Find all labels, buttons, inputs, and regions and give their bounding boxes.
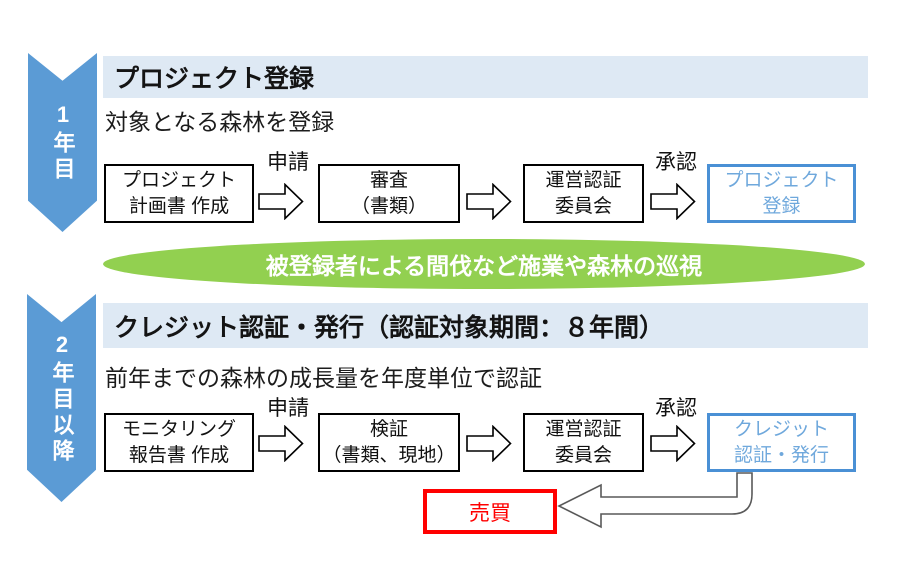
step-text: 委員会 bbox=[554, 195, 612, 217]
section2-title: クレジット認証・発行（認証対象期間：８年間） bbox=[114, 313, 665, 342]
step-text: 運営認証 bbox=[545, 419, 622, 441]
step-text: （書類、現地） bbox=[322, 444, 456, 466]
section2-header: クレジット認証・発行（認証対象期間：８年間） bbox=[103, 303, 868, 348]
management-activity-banner: 被登録者による間伐など施業や森林の巡視 bbox=[103, 239, 865, 289]
step-text: 検証 bbox=[369, 419, 408, 441]
right-arrow-icon bbox=[466, 425, 512, 462]
section2-subtitle: 前年までの森林の成長量を年度単位で認証 bbox=[105, 365, 542, 391]
step-box-screening: 審査 （書類） bbox=[318, 164, 460, 223]
result-box-credit-issue: クレジット 認証・発行 bbox=[707, 413, 856, 472]
step-box-committee-1: 運営認証 委員会 bbox=[523, 164, 644, 223]
step-text: （書類） bbox=[350, 195, 427, 217]
step-text: クレジット bbox=[733, 419, 829, 441]
trade-box: 売買 bbox=[423, 489, 557, 534]
step-text: 委員会 bbox=[554, 444, 612, 466]
right-arrow-icon bbox=[258, 425, 304, 462]
apply-label-2: 申請 bbox=[267, 397, 309, 420]
management-activity-text: 被登録者による間伐など施業や森林の巡視 bbox=[265, 253, 703, 279]
section1-header: プロジェクト登録 bbox=[103, 56, 868, 98]
result-box-project-registration: プロジェクト 登録 bbox=[707, 164, 856, 223]
approve-label-2: 承認 bbox=[655, 397, 697, 420]
step-text: 運営認証 bbox=[545, 170, 622, 192]
trade-label: 売買 bbox=[469, 501, 511, 525]
right-arrow-icon bbox=[258, 183, 304, 220]
timeline-year1-label: 1年目 bbox=[50, 102, 76, 183]
step-text: 認証・発行 bbox=[733, 444, 829, 466]
timeline-year2-chevron: 2年目以降 bbox=[27, 294, 96, 502]
timeline-year1-chevron: 1年目 bbox=[28, 53, 97, 232]
approve-label-1: 承認 bbox=[655, 151, 697, 174]
section1-title: プロジェクト登録 bbox=[114, 65, 315, 93]
step-text: 計画書 作成 bbox=[128, 195, 230, 217]
right-arrow-icon bbox=[650, 183, 696, 220]
step-text: 審査 bbox=[369, 170, 408, 192]
step-box-committee-2: 運営認証 委員会 bbox=[523, 413, 644, 472]
step-text: モニタリング bbox=[121, 419, 236, 441]
step-text: 報告書 作成 bbox=[128, 444, 230, 466]
step-text: 登録 bbox=[762, 195, 801, 217]
right-arrow-icon bbox=[466, 183, 512, 220]
timeline-year2-label: 2年目以降 bbox=[49, 331, 75, 465]
apply-label-1: 申請 bbox=[267, 151, 309, 174]
step-text: プロジェクト bbox=[121, 170, 236, 192]
step-box-monitoring-report: モニタリング 報告書 作成 bbox=[104, 413, 254, 472]
right-arrow-icon bbox=[650, 425, 696, 462]
step-box-verification: 検証 （書類、現地） bbox=[318, 413, 460, 472]
section1-subtitle: 対象となる森林を登録 bbox=[105, 109, 335, 135]
step-text: プロジェクト bbox=[724, 170, 839, 192]
step-box-project-plan: プロジェクト 計画書 作成 bbox=[104, 164, 254, 223]
